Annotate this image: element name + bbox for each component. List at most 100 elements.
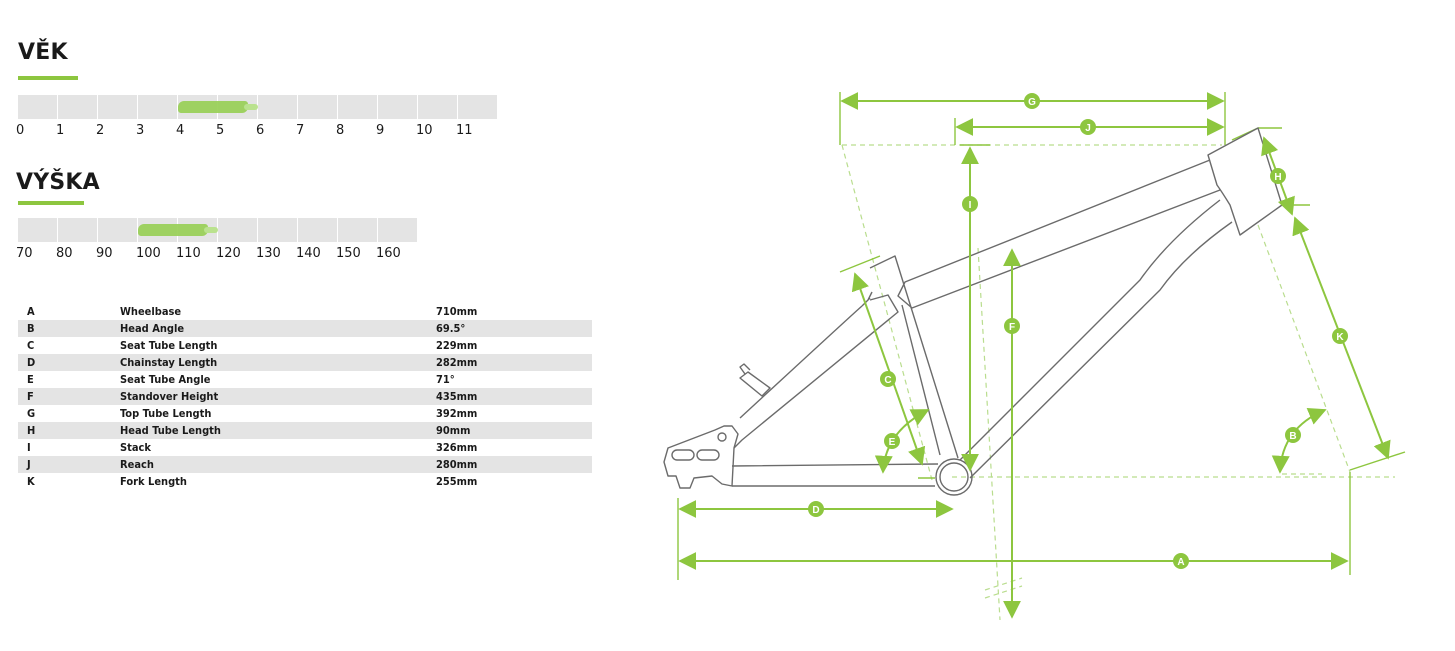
age-tick-label: 10 (416, 123, 433, 138)
geometry-name: Reach (120, 458, 154, 471)
height-tick-label: 90 (96, 246, 113, 261)
geometry-letter: I (27, 441, 31, 454)
chain-stay (731, 463, 939, 487)
construction-lines (841, 144, 1395, 621)
height-scale-cell (338, 218, 378, 242)
geometry-letter: G (27, 407, 36, 420)
age-title: VĚK (18, 40, 68, 65)
geometry-value: 280mm (436, 458, 478, 471)
age-tick-label: 3 (136, 123, 145, 138)
svg-text:I: I (969, 200, 972, 211)
age-tick-label: 5 (216, 123, 225, 138)
height-tick-label: 100 (136, 246, 161, 261)
age-tick-label: 6 (256, 123, 265, 138)
geometry-value: 90mm (436, 424, 471, 437)
extension-lines (677, 92, 1406, 580)
label-a: A (1173, 553, 1189, 569)
height-tick-label: 130 (256, 246, 281, 261)
geometry-letter: F (27, 390, 34, 403)
height-title-underline (18, 201, 84, 205)
age-tick-label: 9 (376, 123, 385, 138)
svg-text:B: B (1289, 431, 1296, 442)
geometry-name: Seat Tube Length (120, 339, 218, 352)
svg-text:A: A (1177, 557, 1184, 568)
height-scale-cell (18, 218, 58, 242)
seat-stay (733, 294, 899, 449)
geometry-name: Fork Length (120, 475, 187, 488)
geometry-letter: H (27, 424, 36, 437)
svg-text:J: J (1085, 123, 1091, 134)
label-k: K (1332, 328, 1348, 344)
geometry-name: Top Tube Length (120, 407, 212, 420)
svg-text:D: D (812, 505, 819, 516)
age-scale-cell (138, 95, 178, 119)
height-tick-label: 120 (216, 246, 241, 261)
age-scale-cell (418, 95, 458, 119)
label-b: B (1285, 427, 1301, 443)
age-scale-cell (378, 95, 418, 119)
age-tick-label: 7 (296, 123, 305, 138)
label-j: J (1080, 119, 1096, 135)
age-title-underline (18, 76, 78, 80)
geometry-name: Wheelbase (120, 305, 182, 318)
geometry-name: Head Angle (120, 322, 185, 335)
bike-frame (663, 127, 1283, 496)
height-scale-cell (378, 218, 417, 242)
label-g: G (1024, 93, 1040, 109)
svg-text:H: H (1274, 172, 1281, 183)
geometry-name: Stack (120, 441, 151, 454)
table-row: H Head Tube Length 90mm (18, 422, 592, 439)
table-row: J Reach 280mm (18, 456, 592, 473)
age-scale-cell (258, 95, 298, 119)
geometry-value: 255mm (436, 475, 478, 488)
geometry-letter: D (27, 356, 36, 369)
age-tick-label: 8 (336, 123, 345, 138)
geometry-name: Head Tube Length (120, 424, 221, 437)
height-scale-cell (258, 218, 298, 242)
geometry-value: 326mm (436, 441, 478, 454)
svg-text:G: G (1028, 97, 1036, 108)
geometry-letter: J (27, 458, 31, 471)
height-scale-cell (58, 218, 98, 242)
svg-text:E: E (889, 437, 896, 448)
height-tick-label: 80 (56, 246, 73, 261)
age-scale-cell (18, 95, 58, 119)
height-range-fill (138, 224, 218, 236)
geometry-name: Chainstay Length (120, 356, 218, 369)
label-i: I (962, 196, 978, 212)
geometry-value: 435mm (436, 390, 478, 403)
down-tube (959, 199, 1233, 479)
age-scale-cell (338, 95, 378, 119)
height-tick-label: 70 (16, 246, 33, 261)
age-range-fill (178, 101, 258, 113)
height-tick-label: 110 (176, 246, 201, 261)
frame-geometry-diagram: G J I H K F C E B D A (663, 92, 1406, 621)
height-tick-label: 140 (296, 246, 321, 261)
dimension-labels: G J I H K F C E B D A (808, 93, 1348, 569)
age-scale-cell (58, 95, 98, 119)
geometry-value: 69.5° (436, 322, 466, 335)
bottom-bracket (935, 458, 973, 496)
dimension-b-arrow (1271, 407, 1327, 474)
top-tube (897, 159, 1221, 309)
age-tick-label: 11 (456, 123, 473, 138)
age-scale-cell (98, 95, 138, 119)
age-scale-cell (458, 95, 497, 119)
seat-tube (869, 255, 959, 459)
label-c: C (880, 371, 896, 387)
table-row: I Stack 326mm (18, 439, 592, 456)
rear-dropout (663, 425, 739, 489)
svg-text:K: K (1336, 332, 1344, 343)
height-scale-cell (298, 218, 338, 242)
geometry-letter: E (27, 373, 34, 386)
height-title: VÝŠKA (16, 170, 100, 195)
label-f: F (1004, 318, 1020, 334)
geometry-value: 710mm (436, 305, 478, 318)
head-tube (1207, 127, 1283, 236)
